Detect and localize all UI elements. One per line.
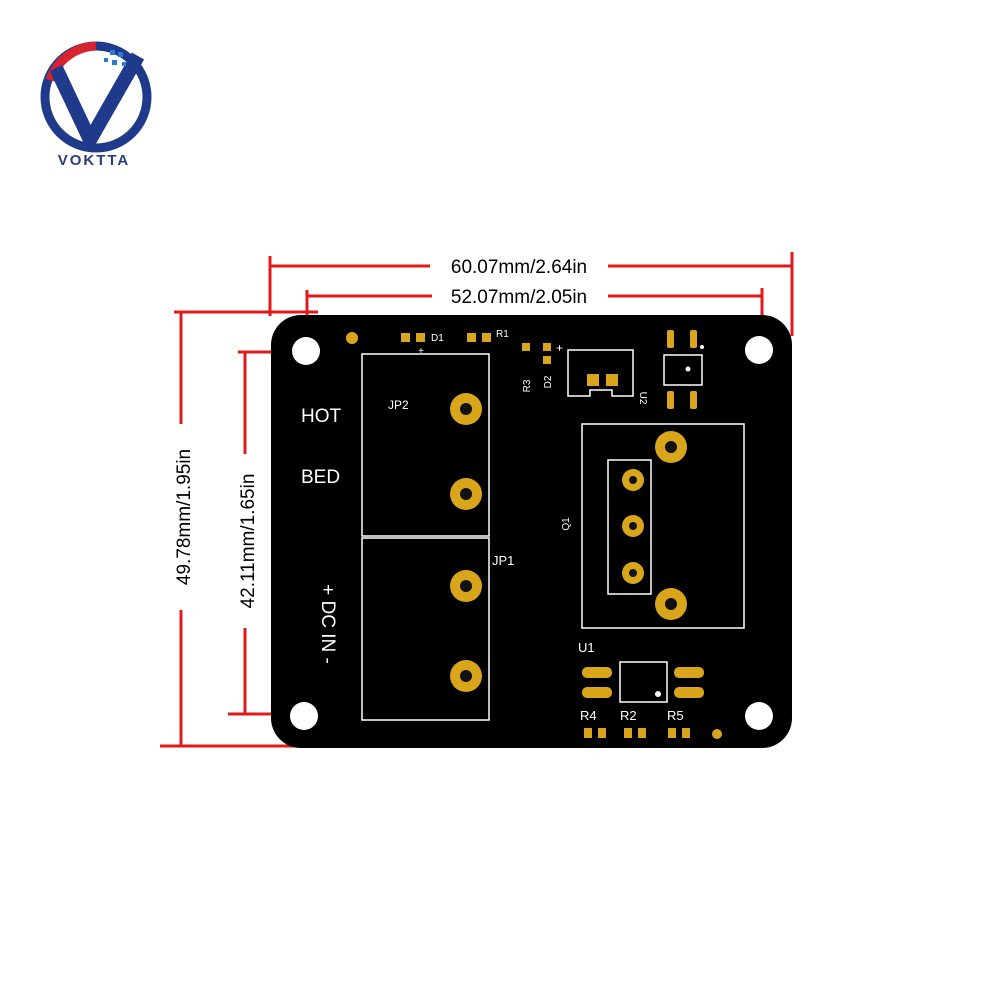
plus-d1-label: + — [418, 346, 424, 357]
pad — [582, 667, 612, 678]
pad — [587, 374, 599, 386]
pad — [638, 728, 646, 738]
dimension-labels: 60.07mm/2.64in 52.07mm/2.05in 49.78mm/1.… — [174, 257, 587, 608]
u2-label: U2 — [637, 392, 648, 405]
u2-right-outline — [663, 354, 703, 386]
mounting-hole — [290, 702, 318, 730]
pad — [543, 356, 551, 364]
pad — [674, 687, 704, 698]
pad — [543, 343, 551, 351]
jp1-label: JP1 — [492, 553, 514, 568]
d1-label: D1 — [431, 333, 444, 344]
pad — [584, 728, 592, 738]
q1-outline — [581, 423, 745, 629]
outer-height-label: 49.78mm/1.95in — [174, 449, 195, 585]
u2-outline — [567, 349, 634, 397]
mounting-hole — [745, 336, 773, 364]
r2-label: R2 — [620, 708, 637, 723]
r4-label: R4 — [580, 708, 597, 723]
r5-label: R5 — [667, 708, 684, 723]
bed-label: BED — [301, 467, 340, 488]
terminal-outlines — [361, 349, 745, 721]
pad — [667, 330, 674, 348]
plus-d2-label: + — [556, 341, 563, 355]
r1-label: R1 — [496, 329, 509, 340]
r3-label: R3 — [522, 379, 533, 392]
brand-name: VOKTTA — [57, 152, 131, 169]
pad — [674, 667, 704, 678]
pcb-board: HOT BED + DC IN - JP2 JP1 D1 + R1 + R3 D… — [271, 315, 792, 748]
pad — [522, 343, 530, 351]
mounting-hole — [292, 337, 320, 365]
u1-outline — [619, 661, 668, 703]
dc-in-label: + DC IN - — [317, 584, 338, 664]
silk-dots — [655, 345, 704, 697]
u1-label: U1 — [578, 640, 595, 655]
jp2-outline — [361, 353, 490, 537]
pad — [482, 333, 491, 342]
pad — [582, 687, 612, 698]
silkscreen-labels: HOT BED + DC IN - JP2 JP1 D1 + R1 + R3 D… — [301, 329, 684, 723]
pad — [668, 728, 676, 738]
pad — [416, 333, 425, 342]
hole-height-label: 42.11mm/1.65in — [238, 474, 259, 609]
pad — [346, 332, 358, 344]
mounting-hole — [745, 702, 773, 730]
pad — [401, 333, 410, 342]
pad — [467, 333, 476, 342]
pad-holes — [460, 403, 677, 682]
outer-width-label: 60.07mm/2.64in — [451, 257, 587, 278]
q1-pins-outline — [607, 459, 652, 595]
hot-label: HOT — [301, 406, 342, 427]
pad — [682, 728, 690, 738]
pad — [690, 330, 697, 348]
pad — [598, 728, 606, 738]
q1-label: Q1 — [561, 517, 572, 531]
pad — [690, 391, 697, 409]
pad — [606, 374, 618, 386]
hole-width-label: 52.07mm/2.05in — [451, 287, 587, 308]
jp1-outline — [361, 537, 490, 721]
voktta-logo — [40, 41, 152, 153]
pad — [624, 728, 632, 738]
pad — [712, 729, 722, 739]
mounting-holes — [290, 336, 773, 730]
d2-label: D2 — [543, 375, 554, 388]
pad — [667, 391, 674, 409]
jp2-label: JP2 — [388, 398, 409, 412]
